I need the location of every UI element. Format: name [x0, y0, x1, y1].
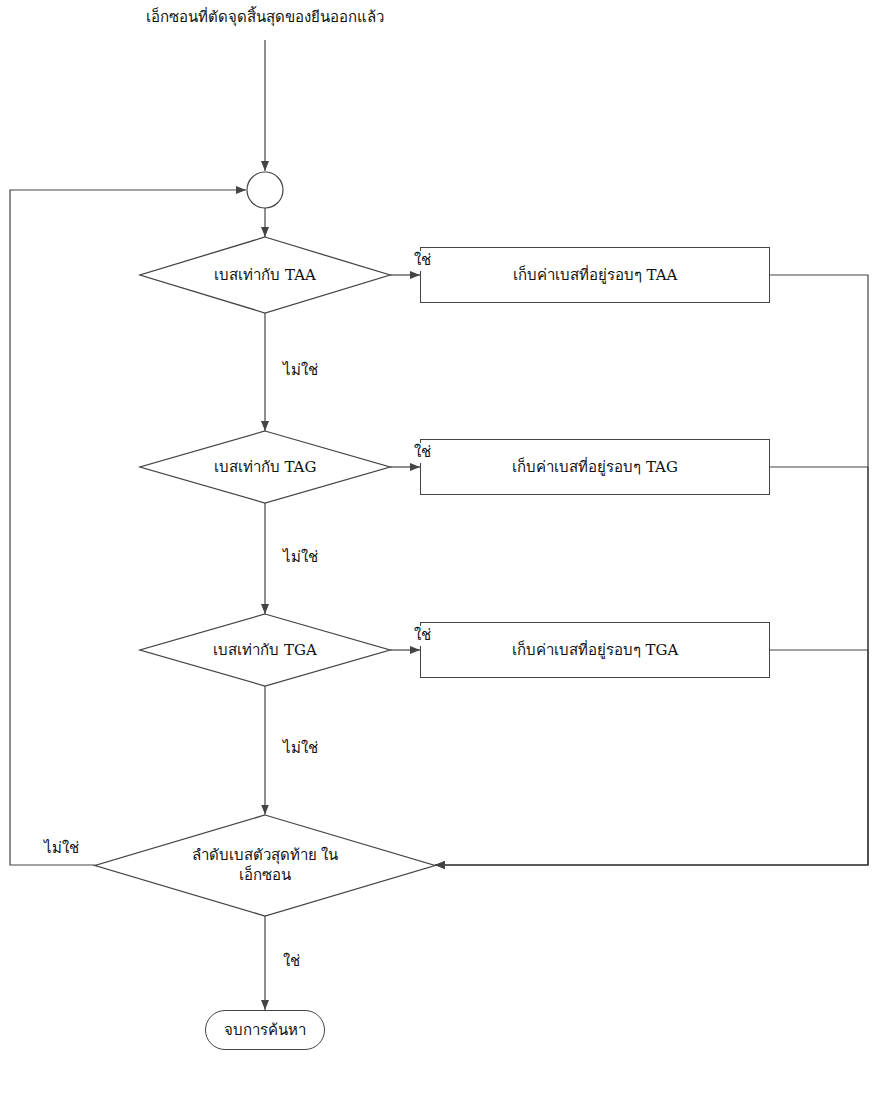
junction-arrow [264, 208, 265, 237]
decision-diamond: เบสเท่ากับ TGA [140, 614, 390, 686]
flow-connector [435, 650, 868, 865]
node-text: เก็บค่าเบสที่อยู่รอบๆ TAG [512, 457, 678, 477]
node-text: เบสเท่ากับ TGA [213, 640, 317, 660]
process-box: เก็บค่าเบสที่อยู่รอบๆ TAA [420, 247, 770, 303]
start-arrow [264, 40, 265, 171]
flow-start-title: เอ็กซอนที่ตัดจุดสิ้นสุดของยีนออกแล้ว [146, 8, 384, 28]
edge-label: ใช่ [412, 251, 433, 271]
decision-diamond: ลำดับเบสตัวสุดท้าย ในเอ็กซอน [95, 815, 435, 916]
edge-label: ใช่ [412, 626, 433, 646]
flow-connector [390, 466, 420, 467]
process-box: เก็บค่าเบสที่อยู่รอบๆ TAG [420, 439, 770, 495]
flow-connector [264, 916, 265, 1011]
flow-connector [390, 274, 420, 275]
decision-diamond: เบสเท่ากับ TAG [140, 431, 390, 503]
node-text: เบสเท่ากับ TAA [214, 265, 316, 285]
loop-label: ไม่ใช่ [42, 839, 81, 859]
node-text: จบการค้นหา [224, 1020, 306, 1040]
terminal-box: จบการค้นหา [205, 1010, 325, 1050]
edge-label: ใช่ [412, 443, 433, 463]
flow-connector [435, 275, 868, 865]
node-text: เบสเท่ากับ TAG [214, 457, 317, 477]
edge-label: ไม่ใช่ [281, 548, 320, 568]
edge-label: ใช่ [281, 952, 302, 972]
node-text: เก็บค่าเบสที่อยู่รอบๆ TAA [513, 265, 678, 285]
flow-connector [264, 503, 265, 614]
edge-label: ไม่ใช่ [281, 361, 320, 381]
node-text: ลำดับเบสตัวสุดท้าย ในเอ็กซอน [190, 845, 340, 886]
flow-connector [390, 649, 420, 650]
junction-circle [247, 172, 283, 208]
decision-diamond: เบสเท่ากับ TAA [140, 237, 390, 313]
edge-label: ไม่ใช่ [281, 739, 320, 759]
diamond-outline [95, 815, 435, 916]
flow-connector [264, 313, 265, 431]
flow-connector [264, 686, 265, 815]
node-text: เก็บค่าเบสที่อยู่รอบๆ TGA [512, 640, 679, 660]
process-box: เก็บค่าเบสที่อยู่รอบๆ TGA [420, 622, 770, 678]
